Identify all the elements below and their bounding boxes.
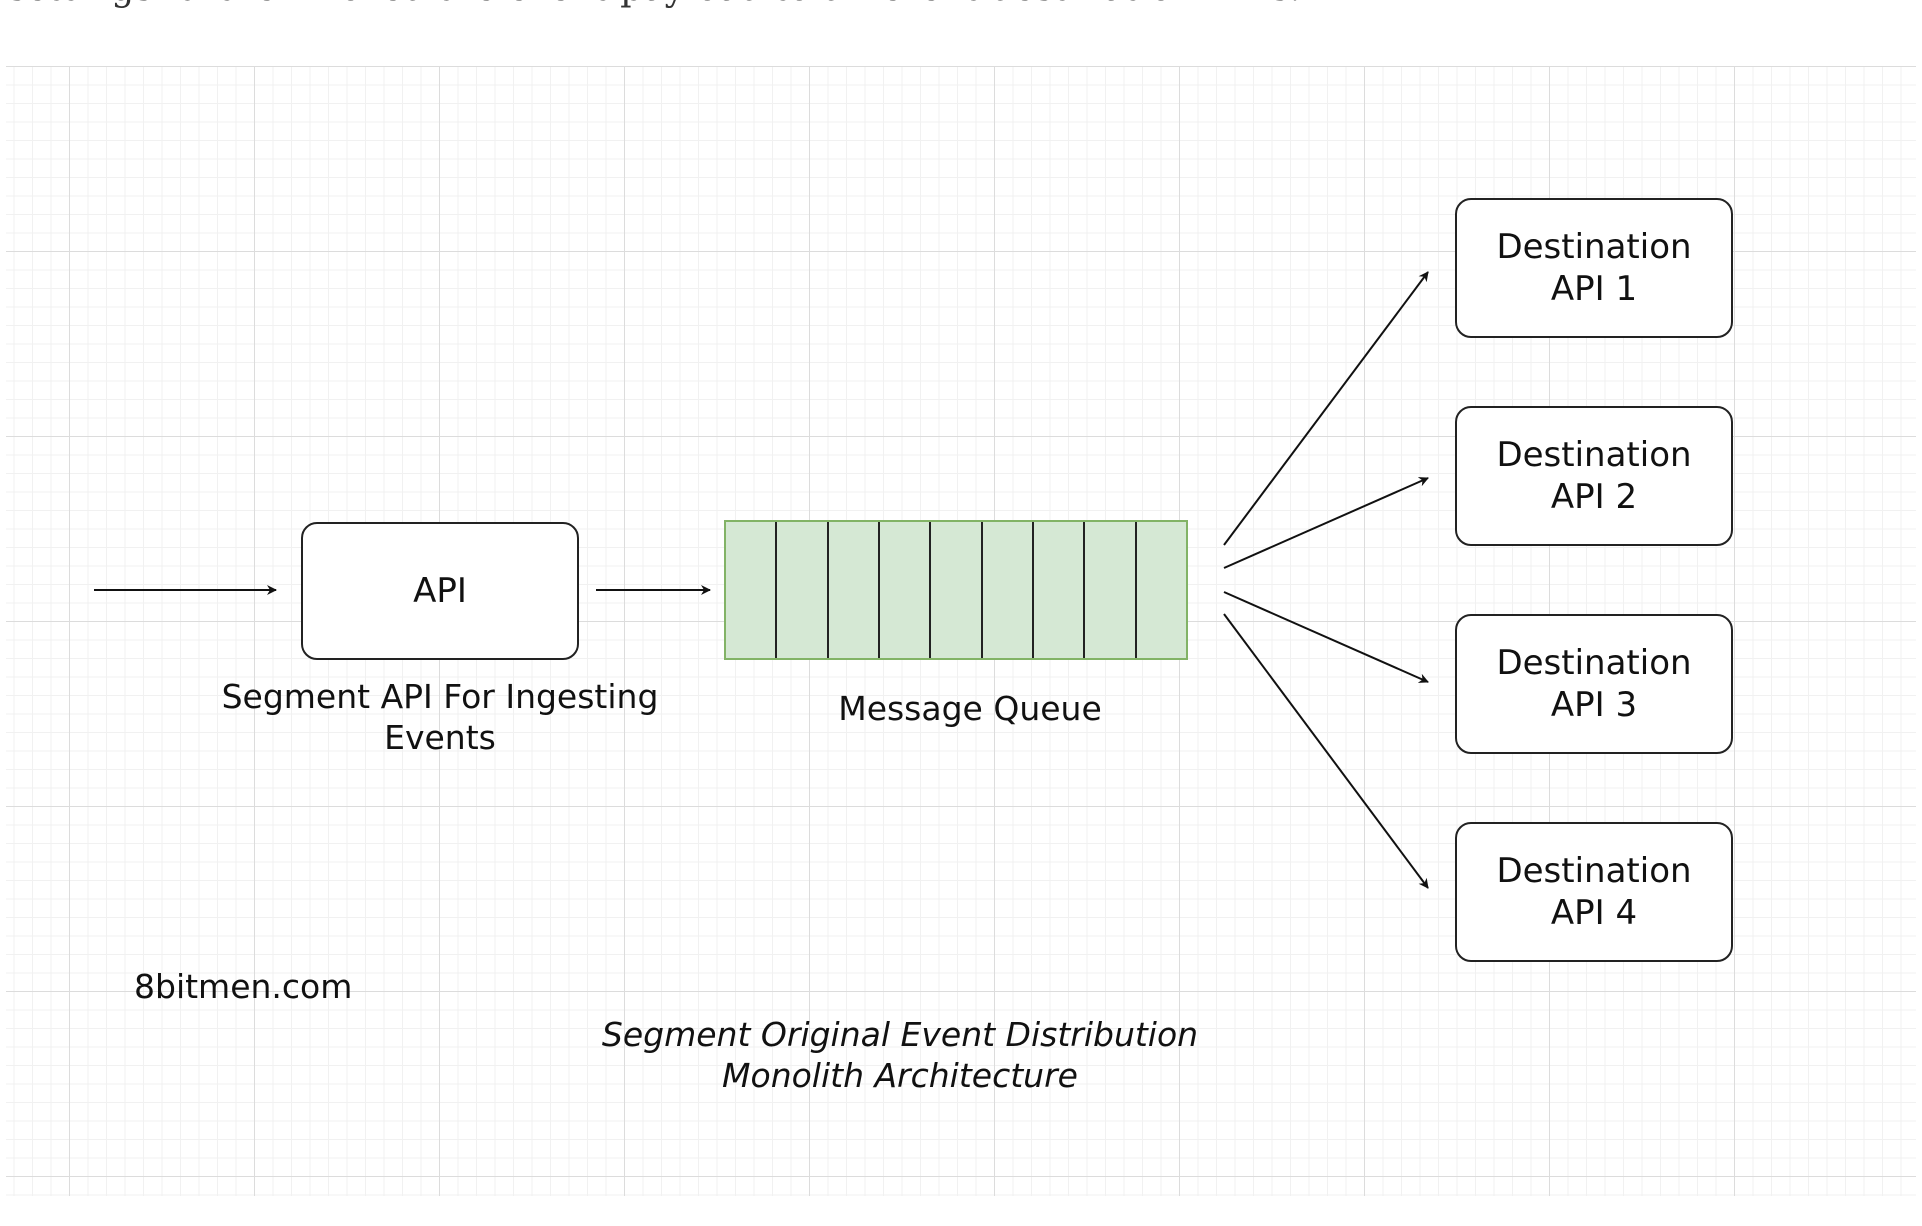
- diagram-title: Segment Original Event Distribution Mono…: [601, 1015, 1199, 1096]
- api-node-label: API: [413, 570, 467, 611]
- queue-cell: [726, 522, 778, 658]
- queue-cell: [983, 522, 1034, 658]
- api-caption: Segment API For Ingesting Events: [221, 677, 659, 758]
- api-node: API: [301, 522, 579, 660]
- queue-cell: [931, 522, 983, 658]
- destination-api-1-label: Destination API 1: [1496, 226, 1692, 310]
- destination-api-3: Destination API 3: [1455, 614, 1733, 754]
- intro-text: settings further moved the event payload…: [8, 0, 1301, 9]
- queue-cell: [829, 522, 880, 658]
- destination-api-4: Destination API 4: [1455, 822, 1733, 962]
- queue-cell: [880, 522, 932, 658]
- queue-caption: Message Queue: [838, 689, 1102, 728]
- destination-api-2-label: Destination API 2: [1496, 434, 1692, 518]
- message-queue: [724, 520, 1188, 660]
- queue-cell: [1137, 522, 1186, 658]
- queue-cell: [1085, 522, 1137, 658]
- queue-cell: [777, 522, 829, 658]
- destination-api-4-label: Destination API 4: [1496, 850, 1692, 934]
- destination-api-2: Destination API 2: [1455, 406, 1733, 546]
- destination-api-1: Destination API 1: [1455, 198, 1733, 338]
- watermark: 8bitmen.com: [134, 967, 353, 1006]
- destination-api-3-label: Destination API 3: [1496, 642, 1692, 726]
- queue-cell: [1034, 522, 1086, 658]
